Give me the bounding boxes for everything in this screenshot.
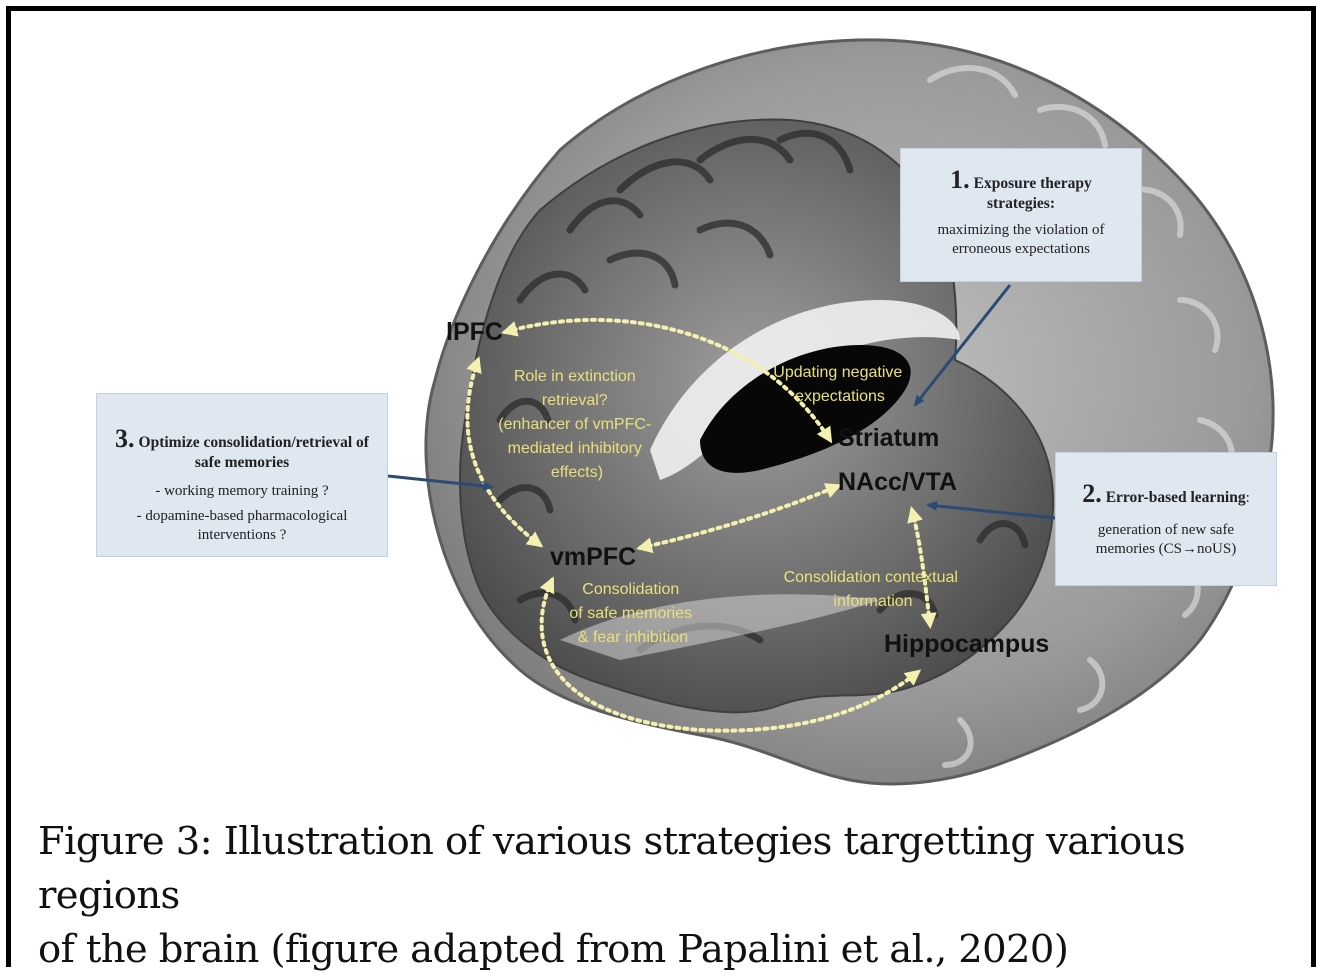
caption-line2: of the brain (figure adapted from Papali… — [38, 923, 1308, 977]
annotation-extinction-line: effects) — [551, 464, 603, 481]
annotation-extinction-line: retrieval? — [542, 392, 608, 409]
exposure-title-line2: strategies: — [901, 195, 1141, 213]
optimize-heading: 3. Optimize consolidation/retrieval of — [97, 424, 387, 454]
annotation-consolidation-safe-line: Consolidation — [582, 581, 679, 598]
optimize-body-line1: - working memory training ? — [97, 482, 387, 501]
annotation-updating-line: Updating negative — [773, 364, 902, 381]
label-lpfc: lPFC — [446, 318, 503, 346]
error-number: 2. — [1082, 479, 1102, 508]
annotation-consolidation-safe-line: & fear inhibition — [578, 629, 688, 646]
error-colon: : — [1246, 490, 1250, 506]
optimize-title-line1: Optimize consolidation/retrieval of — [139, 434, 369, 451]
exposure-heading: 1. Exposure therapy — [901, 165, 1141, 195]
annotation-consolidation-context-line: Consolidation contextual — [784, 569, 958, 586]
optimize-body-line2: - dopamine-based pharmacological — [97, 507, 387, 526]
annotation-consolidation-context-line: information — [833, 593, 912, 610]
exposure-therapy-box: 1. Exposure therapy strategies: maximizi… — [900, 148, 1142, 282]
optimize-number: 3. — [115, 424, 135, 453]
error-heading: 2. Error-based learning: — [1056, 479, 1276, 509]
optimize-body-line3: interventions ? — [97, 526, 387, 545]
error-learning-box: 2. Error-based learning: generation of n… — [1055, 452, 1277, 586]
optimize-title-line2: safe memories — [97, 454, 387, 472]
error-title: Error-based learning — [1106, 489, 1246, 506]
annotation-consolidation-safe: Consolidation of safe memories & fear in… — [569, 581, 696, 646]
exposure-body-line1: maximizing the violation of — [901, 221, 1141, 240]
exposure-number: 1. — [950, 165, 970, 194]
annotation-consolidation-safe-line: of safe memories — [569, 605, 692, 622]
error-body-line2: memories (CS→noUS) — [1056, 540, 1276, 559]
label-vmpfc: vmPFC — [550, 543, 636, 571]
figure-caption: Figure 3: Illustration of various strate… — [38, 815, 1308, 977]
exposure-title-line1: Exposure therapy — [974, 175, 1092, 192]
optimize-consolidation-box: 3. Optimize consolidation/retrieval of s… — [96, 393, 388, 557]
annotation-updating-line: expectations — [795, 388, 885, 405]
label-striatum: Striatum — [838, 424, 939, 452]
label-hippocampus: Hippocampus — [884, 630, 1049, 658]
label-nacc: NAcc/VTA — [838, 468, 957, 496]
caption-line1: Figure 3: Illustration of various strate… — [38, 815, 1308, 923]
exposure-body-line2: erroneous expectations — [901, 240, 1141, 259]
annotation-extinction-line: (enhancer of vmPFC- — [498, 416, 651, 433]
annotation-extinction-line: Role in extinction — [514, 368, 636, 385]
brain-image — [426, 40, 1273, 784]
annotation-extinction-line: mediated inhibitory — [508, 440, 642, 457]
error-body-line1: generation of new safe — [1056, 521, 1276, 540]
